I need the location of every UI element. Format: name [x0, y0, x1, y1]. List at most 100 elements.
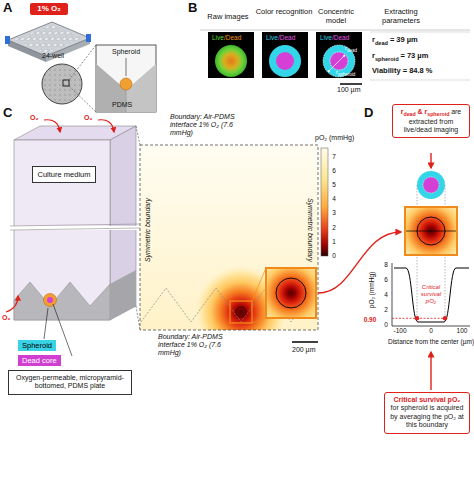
dead-core-key-text: Dead core [22, 356, 57, 365]
figure-label-text: 200 µm [292, 346, 316, 353]
figure-label: rdead [345, 45, 357, 53]
figure-label: D [364, 106, 373, 121]
figure-label-text: 100 µm [337, 86, 361, 93]
extraction-note: rdead& rspheroidare extracted from live/… [392, 104, 470, 138]
figure-label-text: 2 [332, 224, 336, 231]
figure-label: 0 [384, 321, 388, 328]
figure-label-text: Live [320, 34, 332, 41]
figure-label-text: Critical survival pO₂ [421, 284, 441, 304]
figure-label-text: 4 [384, 291, 388, 298]
figure-label-text: = 39 µm [390, 35, 418, 44]
figure-label: 0.90 [364, 316, 377, 323]
figure-label-text: 8 [384, 261, 388, 268]
figure-label-text: 0 [332, 252, 336, 259]
extraction-note-text: dead [403, 111, 415, 117]
figure-label-text: 0.90 [364, 316, 377, 323]
figure-label: 3 [332, 210, 336, 217]
figure-label: 2 [384, 306, 388, 313]
figure-label-text: 6 [384, 276, 388, 283]
figure-label: Distance from the center (µm) [388, 338, 474, 345]
figure-label: 200 µm [292, 346, 316, 354]
figure-label: Live/Dead [212, 34, 241, 41]
figure-label-text: Live [212, 34, 224, 41]
oxygen-tag: 1% O₂ [30, 3, 68, 15]
medium-box: Culture medium [32, 166, 96, 183]
figure-label: 8 [384, 261, 388, 268]
figure-label: 100 [457, 327, 468, 334]
figure-label-text: 0 [384, 321, 388, 328]
figure-label-text: pO₂ (mmHg) [315, 134, 354, 141]
figure-label-text: Distance from the center (µm) [388, 338, 474, 345]
figure-label-text: Concentric model [318, 7, 354, 25]
figure-label-text: dead [375, 40, 388, 46]
dead-core-key: Dead core [18, 355, 61, 366]
figure-label: Boundary: Air-PDMS interface 1% O₂ (7.6 … [170, 113, 254, 137]
figure-label: 4 [332, 195, 336, 202]
figure-label-text: O₂ [84, 114, 93, 121]
figure-label: pO₂ (mmHg) [315, 134, 354, 142]
figure-label: 1 [332, 238, 336, 245]
figure-label: rdead= 39 µm [372, 36, 418, 46]
medium-box-text: Culture medium [35, 170, 93, 179]
figure-label-text: r [336, 69, 338, 75]
figure-label-text: O₂ [2, 314, 11, 321]
figure-label: 5 [332, 181, 336, 188]
figure-label: 24-well [42, 52, 64, 60]
figure-label-text: = 73 µm [400, 51, 428, 60]
figure-label: 6 [332, 167, 336, 174]
figure-label: rspheroid= 73 µm [372, 52, 428, 62]
extraction-note-text: & r [417, 108, 427, 115]
figure-label: 6 [384, 276, 388, 283]
figure-label: Extracting parameters [370, 8, 432, 25]
figure-label: 4 [384, 291, 388, 298]
figure-label: -100 [393, 327, 406, 334]
figure-label-text: A [3, 0, 12, 15]
figure-label-text: Color recognition [256, 7, 313, 16]
oxygen-tag-text: 1% O₂ [32, 4, 66, 14]
figure-label: O₂ [2, 314, 11, 322]
figure-label-text: spheroid [375, 56, 399, 62]
figure-label: pO₂ (mmHg) [368, 272, 375, 308]
figure-label-text: r [345, 45, 347, 51]
figure-label-text: Boundary: Air-PDMS interface 1% O₂ (7.6 … [158, 333, 223, 356]
figure-label-text: Viability = 84.8 % [372, 66, 433, 75]
figure-label-text: r [372, 51, 375, 60]
figure-label-text: Boundary: Air-PDMS interface 1% O₂ (7.6 … [170, 113, 235, 136]
figure-label-text: 6 [332, 167, 336, 174]
figure-label-text: 3 [332, 210, 336, 217]
figure-label: B [188, 1, 197, 16]
figure-label-text: Symmetric boundary [307, 198, 314, 262]
figure-label-text: Live [266, 34, 278, 41]
figure-label-text: D [364, 105, 373, 120]
critical-note-text: for spheroid is acquired by averaging th… [388, 404, 466, 429]
figure-label: 7 [332, 153, 336, 160]
figure-label: PDMS [112, 101, 132, 109]
figure-label-text: 7 [332, 153, 336, 160]
figure-label-text: Spheroid [112, 48, 140, 55]
figure-label-text: /Dead [278, 34, 295, 41]
figure-label-text: 24-well [42, 52, 64, 59]
figure-label-text: Symmetric boundary [144, 198, 151, 262]
figure-label: 100 µm [337, 86, 361, 94]
figure-label: O₂ [84, 114, 93, 122]
figure-label-text: 4 [332, 195, 336, 202]
critical-note: Critical survival pO₂for spheroid is acq… [384, 392, 470, 434]
figure-label-text: dead [347, 48, 357, 53]
plate-box: Oxygen-permeable, micropyramid-bottomed,… [8, 370, 132, 395]
figure-label: Live/Dead [266, 34, 295, 41]
figure-label-text: /Dead [224, 34, 241, 41]
figure-label: A [3, 1, 12, 16]
figure-label: Symmetric boundary [306, 198, 314, 262]
figure-label: Concentric model [308, 8, 364, 25]
figure-label-text: pO₂ (mmHg) [368, 272, 375, 308]
figure-label: Viability = 84.8 % [372, 67, 433, 76]
figure-label: Spheroid [112, 48, 140, 56]
spheroid-key-text: Spheroid [22, 341, 52, 350]
figure-label: rspheroid [336, 69, 355, 77]
figure-label-text: 5 [332, 181, 336, 188]
figure-label: 0 [332, 252, 336, 259]
figure-label-text: Raw images [207, 12, 248, 21]
figure-label-text: O₂ [30, 114, 39, 121]
figure-label-text: 2 [384, 306, 388, 313]
